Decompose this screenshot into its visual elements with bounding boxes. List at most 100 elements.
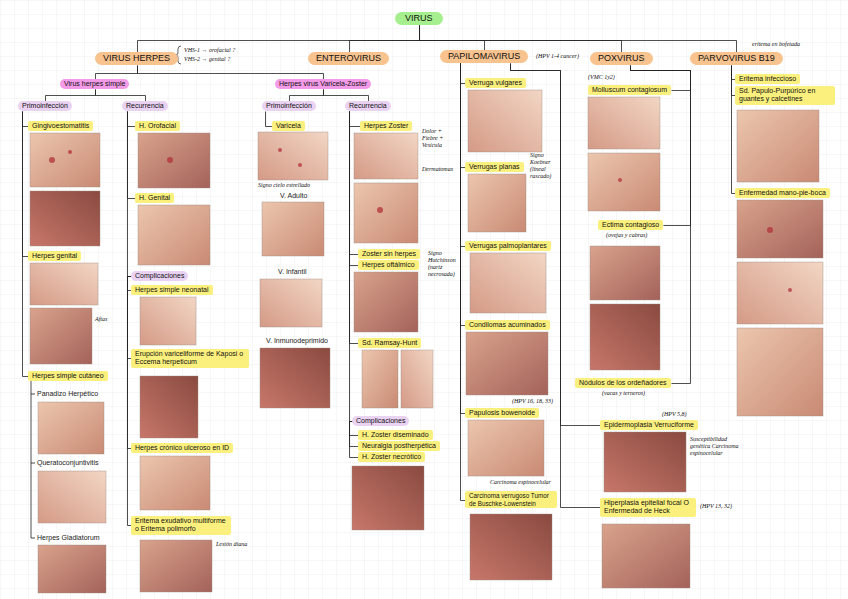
node-text: Eritema exudativo multiforme o Eritema p… <box>135 517 227 534</box>
photo <box>38 545 106 593</box>
disease-highlight: Enfermedad mano-pie-boca <box>735 188 830 198</box>
item-label: V. Infantil <box>278 268 307 276</box>
family-pill: POXVIRUS <box>590 52 653 65</box>
handwritten-note: Dermatomas <box>422 166 453 173</box>
node-text: Papulosis bowenoide <box>469 409 535 417</box>
photo <box>140 456 210 510</box>
disease-highlight: Gingivoestomatitis <box>28 121 93 131</box>
tree-connector <box>350 26 420 53</box>
disease-highlight: Herpes simple cutáneo <box>28 371 108 381</box>
disease-highlight: Herpes simple neonatal <box>131 285 213 295</box>
disease-highlight: Zoster sin herpes <box>358 249 420 259</box>
lesion-dot <box>278 148 282 152</box>
photo <box>138 133 210 188</box>
photo <box>468 174 526 232</box>
tree-connector <box>128 112 132 277</box>
photo <box>590 246 660 300</box>
node-text: H. Genital <box>139 194 170 202</box>
tree-connector <box>96 90 146 102</box>
bracket-line <box>31 381 35 538</box>
node-text: Verrugas planas <box>469 163 520 171</box>
node-text: Herpes simple neonatal <box>135 286 209 294</box>
handwritten-note: Aftas <box>95 316 107 323</box>
tree-connector <box>350 422 359 458</box>
phase-tag: Recurrencia <box>345 101 391 111</box>
photo <box>262 202 324 256</box>
tree-connector <box>350 112 359 266</box>
photo <box>401 350 433 408</box>
photo <box>38 402 104 454</box>
photo <box>737 328 823 416</box>
tree-connector <box>324 90 369 102</box>
tree-connector <box>461 64 466 414</box>
photo <box>258 132 328 180</box>
handwritten-note: Carcinoma espinocelular <box>490 479 551 486</box>
photo <box>30 133 100 187</box>
node-text: Erupción variceliforme de Kaposi o Eccem… <box>135 350 245 367</box>
lesion-dot <box>788 288 792 292</box>
photo <box>604 432 686 492</box>
photo <box>354 183 418 243</box>
family-pill: VIRUS HERPES <box>95 52 178 65</box>
tree-connector <box>96 66 138 80</box>
handwritten-note: Signo cielo estrellado <box>258 182 310 189</box>
handwritten-note: (HPV 13, 32) <box>700 503 732 510</box>
handwritten-note: eritema en bofetada <box>752 41 800 48</box>
tree-connector <box>420 26 485 51</box>
node-text: Complicaciones <box>135 272 184 280</box>
disease-highlight: Herpes Zoster <box>360 121 412 131</box>
lesion-dot <box>298 163 302 167</box>
disease-highlight: Epidermoplasia Verruciforme <box>600 420 698 430</box>
lesion-dot <box>377 207 383 213</box>
lesion-dot <box>618 178 622 182</box>
photo <box>140 540 212 592</box>
tree-connector <box>23 112 29 257</box>
node-text: Nódulos de los ordeñadores <box>579 379 667 387</box>
handwritten-note: Signo Hutchinson (nariz necrosada) <box>428 250 458 278</box>
node-text: Complicaciones <box>356 417 405 425</box>
disease-highlight: H. Zoster diseminado <box>358 430 433 440</box>
node-text: Sd. Papulo-Purpúrico en guantes y calcet… <box>739 87 831 104</box>
photo <box>30 191 100 246</box>
node-text: Ectima contagioso <box>602 221 659 229</box>
node-text: Neuralgia postherpética <box>362 442 436 450</box>
subtype-pill: Herpes virus Varicela-Zoster <box>275 79 371 89</box>
item-label: Queratoconjuntivitis <box>37 459 98 467</box>
photo <box>362 350 398 408</box>
family-pill: PARVOVIRUS B19 <box>690 52 783 65</box>
disease-highlight: Nódulos de los ordeñadores <box>575 378 671 388</box>
tree-connector <box>350 112 359 344</box>
handwritten-note: (vacas y terneros) <box>602 390 645 397</box>
lesion-dot <box>49 157 55 163</box>
item-label: V. Inmunodeprimido <box>266 337 328 345</box>
node-text: Hiperplasia epitelial focal O Enfermedad… <box>604 499 692 516</box>
tree-connector <box>128 277 132 526</box>
handwritten-note: (HPV 1-4 cancer) <box>536 53 579 60</box>
handwritten-note: Susceptibilidad genética Carcinoma espin… <box>690 436 744 457</box>
photo <box>468 420 544 476</box>
tree-connector <box>350 112 359 255</box>
phase-tag: Recurrencia <box>122 101 168 111</box>
tree-connector <box>138 66 324 80</box>
tree-connector <box>511 64 601 508</box>
photo <box>38 471 106 523</box>
disease-highlight: Sd. Papulo-Purpúrico en guantes y calcet… <box>735 86 835 105</box>
node-text: H. Zoster diseminado <box>362 431 429 439</box>
item-label: Panadizo Herpético <box>37 390 98 398</box>
node-text: Recurrencia <box>126 102 164 110</box>
node-text: Herpes crónico ulceroso en ID <box>135 444 229 452</box>
node-text: H. Orofacial <box>139 122 176 130</box>
handwritten-note: (HPV 5,8) <box>662 411 687 418</box>
disease-highlight: H. Orofacial <box>135 121 180 131</box>
disease-highlight: Erupción variceliforme de Kaposi o Eccem… <box>131 349 249 368</box>
photo <box>737 200 823 258</box>
family-pill: ENTEROVIRUS <box>308 52 389 65</box>
tree-connector <box>138 26 420 53</box>
subtype-pill: Virus herpes simple <box>60 79 129 89</box>
node-text: Molluscum contagiosum <box>592 86 667 94</box>
disease-highlight: Condilomas acuminados <box>465 320 550 330</box>
tree-connector <box>23 112 29 377</box>
handwritten-note: VHS-2 → genital ? <box>184 56 230 63</box>
disease-highlight: Eritema exudativo multiforme o Eritema p… <box>131 516 231 535</box>
tree-connector <box>290 90 324 102</box>
